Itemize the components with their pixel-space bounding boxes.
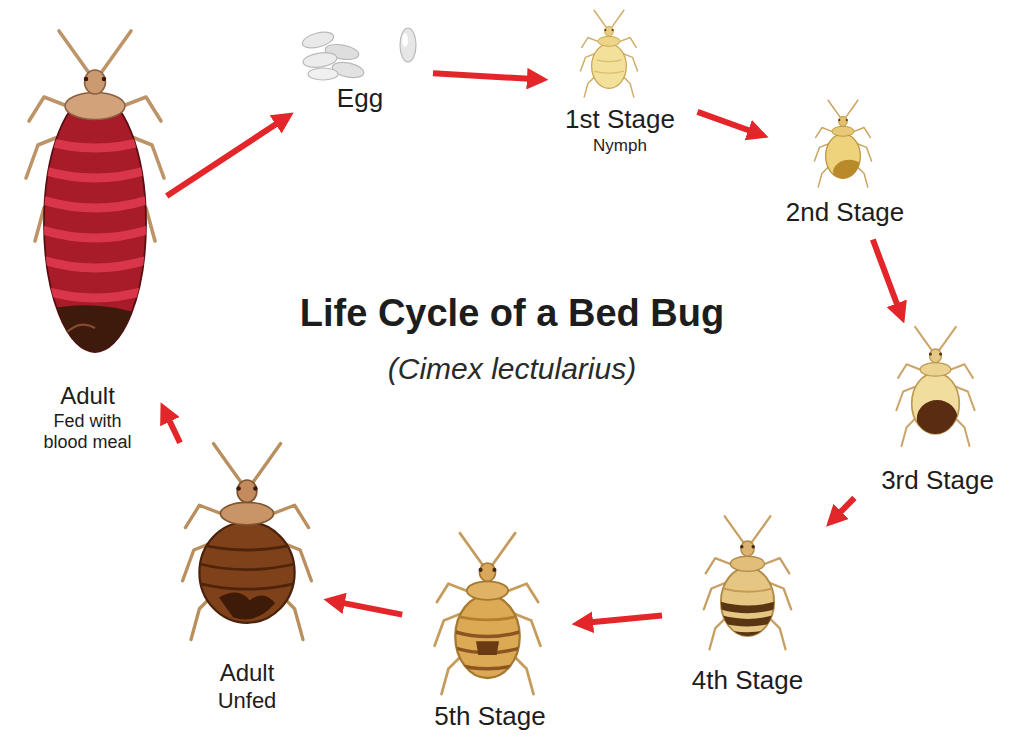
scientific-name: (Cimex lectularius): [0, 352, 1024, 386]
cycle-arrow: [330, 600, 402, 614]
adult-fed: [26, 31, 164, 358]
adult-unfed: [183, 444, 312, 640]
egg-cluster: [301, 28, 416, 80]
stage-note: Unfed: [218, 688, 277, 714]
stage-note: Fed with blood meal: [32, 411, 144, 454]
stage-label: Adult: [220, 659, 275, 688]
stage-label: Adult: [60, 382, 115, 411]
life-stage: Egg: [295, 20, 425, 118]
stage-note: Nymph: [593, 136, 647, 156]
nymph-1: [580, 10, 637, 97]
life-stage: 2nd Stage: [770, 98, 920, 232]
nymph-2: [814, 100, 871, 187]
life-stage: 5th Stage: [410, 528, 570, 736]
diagram-title: Life Cycle of a Bed Bug: [0, 292, 1024, 335]
cycle-arrow: [163, 408, 180, 443]
cycle-arrow: [831, 498, 855, 522]
cycle-arrow: [167, 116, 289, 196]
life-stage: 1st StageNymph: [550, 8, 690, 160]
cycle-arrow: [433, 73, 542, 79]
cycle-arrow: [873, 240, 902, 318]
cycle-arrow: [698, 112, 763, 135]
life-stage: 3rd Stage: [860, 325, 1015, 500]
stage-label: 1st Stage: [565, 104, 675, 135]
nymph-4: [704, 516, 791, 649]
stage-label: Egg: [337, 83, 383, 114]
nymph-5: [435, 533, 541, 694]
stage-label: 5th Stage: [434, 701, 545, 732]
cycle-arrow: [578, 616, 662, 624]
life-stage: 4th Stage: [670, 515, 825, 700]
life-stage: AdultUnfed: [172, 450, 322, 718]
nymph-3: [896, 327, 974, 446]
life-stage: AdultFed with blood meal: [15, 38, 160, 458]
stage-label: 3rd Stage: [881, 465, 994, 496]
stage-label: 2nd Stage: [786, 197, 905, 228]
stage-label: 4th Stage: [692, 665, 803, 696]
